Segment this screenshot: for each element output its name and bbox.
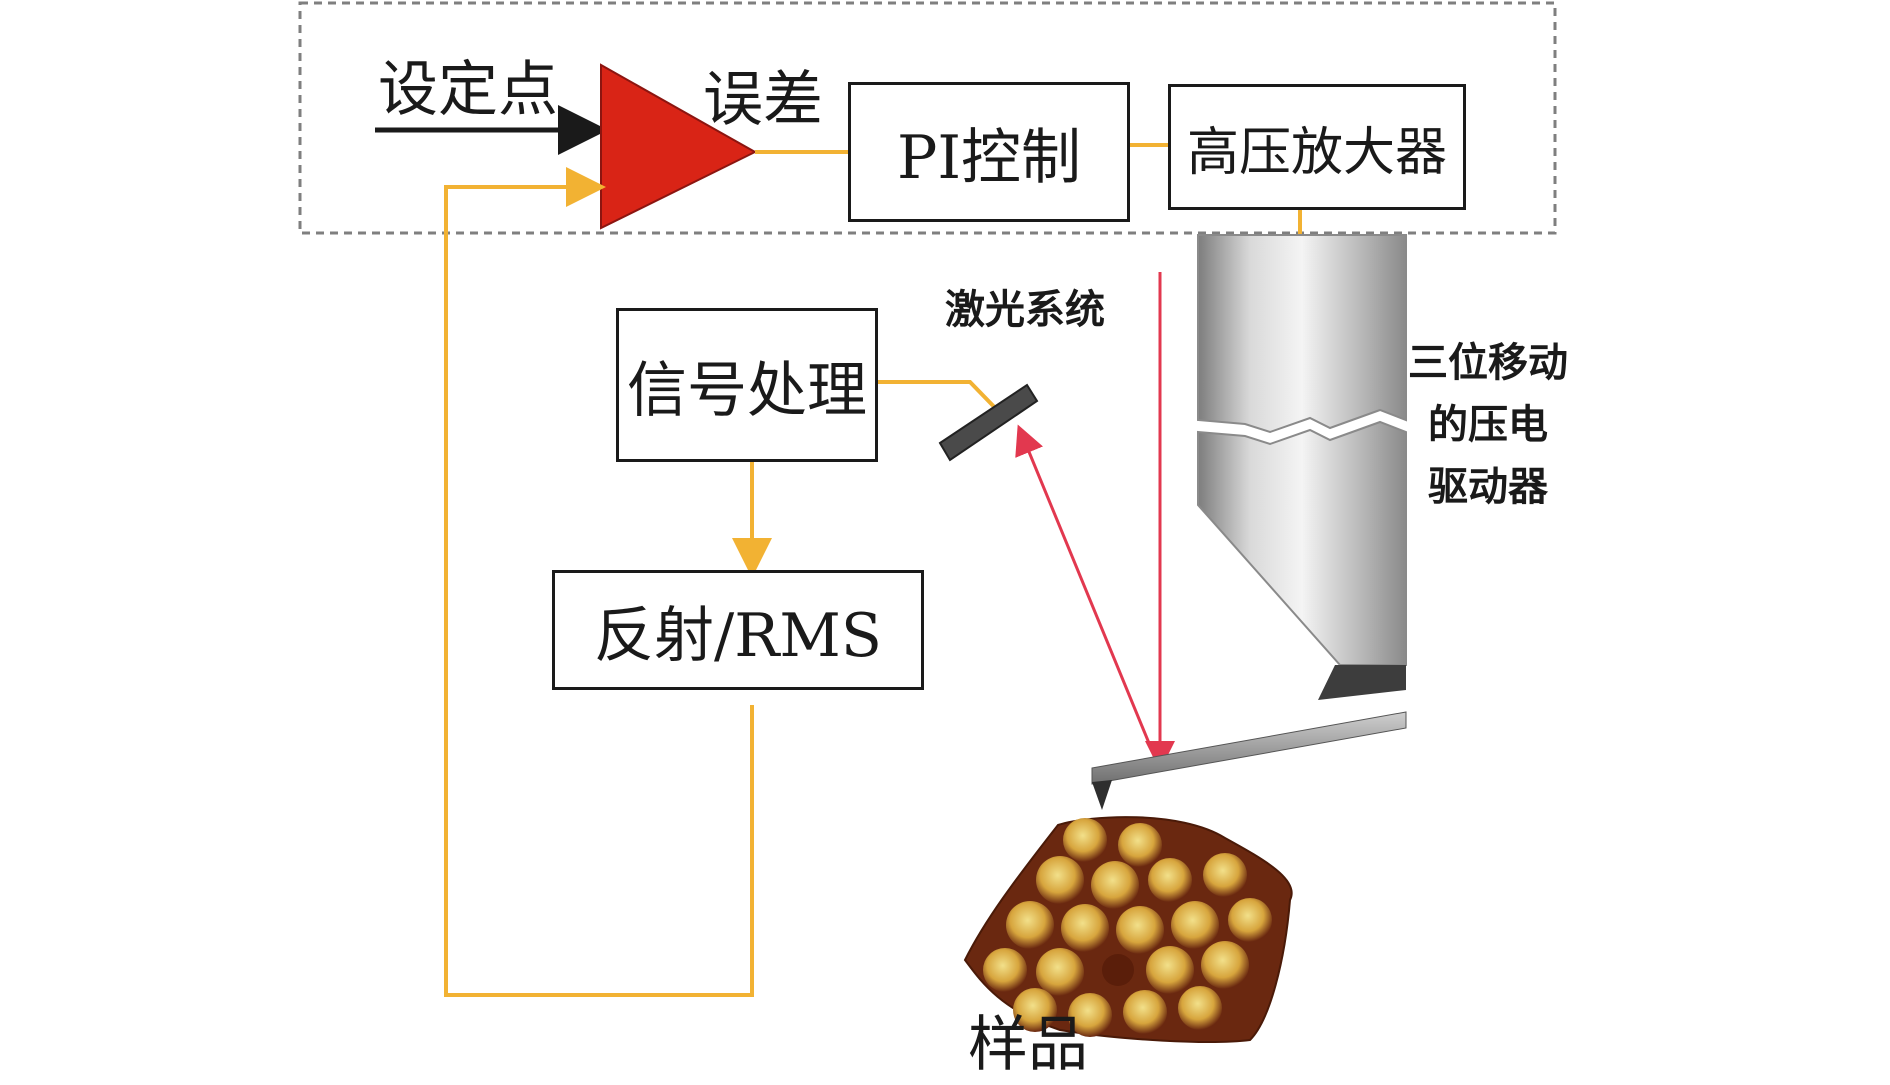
- piezo-label-line1: 三位移动: [1408, 340, 1568, 386]
- error-label: 误差: [703, 65, 823, 135]
- reflection-rms-label: 反射/RMS: [594, 600, 882, 671]
- sample-label: 样品: [968, 1010, 1088, 1080]
- setpoint-label: 设定点: [378, 55, 558, 125]
- piezo-driver-label: 三位移动 的压电 驱动器: [1408, 332, 1568, 518]
- pi-control-label: PI控制: [896, 122, 1082, 193]
- pi-control-box: PI控制: [848, 82, 1130, 222]
- probe-tip: [1092, 780, 1112, 810]
- detector-to-signal-line: [878, 380, 1007, 420]
- photodetector: [938, 383, 1039, 462]
- laser-system-label: 激光系统: [945, 287, 1105, 333]
- reflection-rms-box: 反射/RMS: [552, 570, 924, 690]
- comparator-triangle: [600, 63, 758, 230]
- sample-surface: [963, 816, 1293, 1043]
- piezo-label-line3: 驱动器: [1428, 464, 1548, 510]
- hv-amplifier-label: 高压放大器: [1186, 122, 1447, 183]
- cantilever: [1091, 711, 1407, 785]
- hv-amplifier-box: 高压放大器: [1168, 84, 1466, 210]
- signal-processing-box: 信号处理: [616, 308, 878, 462]
- piezo-scanner: [1197, 234, 1407, 700]
- piezo-label-line2: 的压电: [1428, 402, 1548, 448]
- feedback-loop-line: [444, 167, 754, 997]
- laser-reflected: [1015, 424, 1160, 766]
- signal-processing-label: 信号处理: [627, 355, 867, 426]
